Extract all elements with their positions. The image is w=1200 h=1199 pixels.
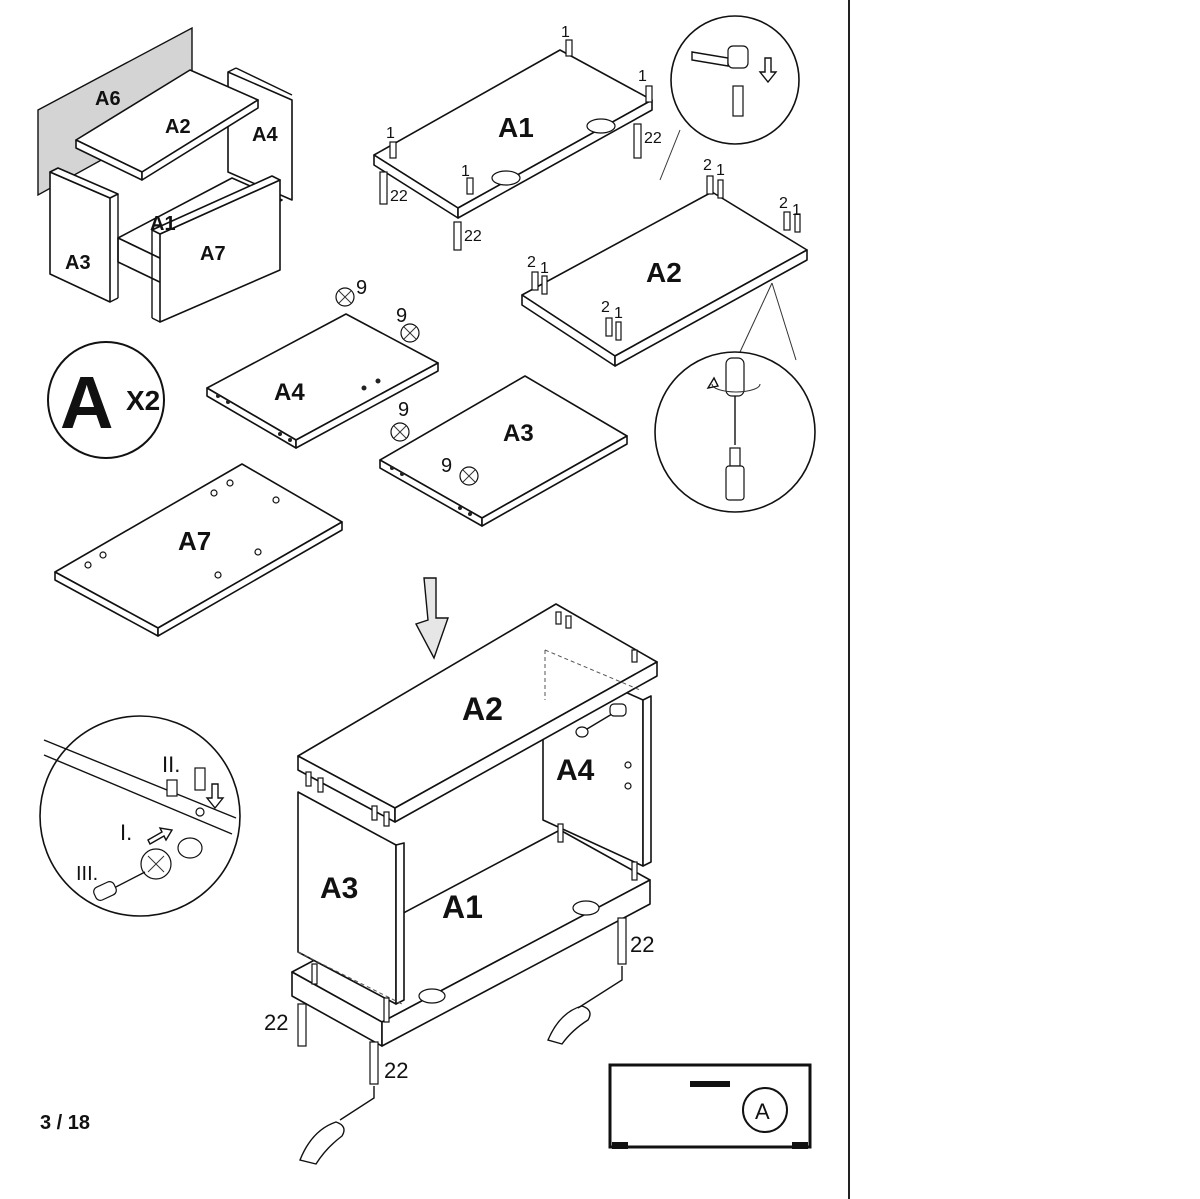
pin-number: 2 [527,254,536,271]
part-a2-label: A2 [646,257,682,288]
step-1-label: I. [120,820,132,845]
leg-bolt-number: 22 [644,130,662,147]
main-assembly: A4 A1 A3 A2 [264,603,658,1165]
dowel-number: 1 [540,260,549,277]
product-icon-badge: A [755,1099,770,1124]
pin-number: 2 [601,299,610,316]
screwdriver-icon [725,357,745,445]
cam-number: 9 [398,399,409,421]
overview-label-a7: A7 [200,243,226,265]
quantity-badge: A X2 [47,341,165,459]
dowel-icon [305,611,638,1023]
dowel-number: 1 [614,305,623,322]
overview-exploded-view: A6 A2 A4 A1 A3 A7 [37,26,293,323]
assembly-bolt-number: 22 [384,1058,408,1083]
overview-label-a4: A4 [252,124,278,146]
screwdriver-icon [575,703,627,738]
badge-letter: A [60,361,113,444]
leg-bolt-icon [297,917,627,1085]
screwdriver-icon [93,871,146,901]
detail-dowel-insertion [659,15,800,181]
assembly-label-a1: A1 [442,889,483,925]
cam-lock-icon [390,422,479,486]
leg-bolt-number: 22 [390,188,408,205]
part-a1-label: A1 [498,112,534,143]
part-a3-label: A3 [503,420,534,447]
step-3-label: III. [76,863,98,885]
part-a3: A3 9 9 [379,375,628,527]
dowel-icon [541,179,801,341]
part-a2: A2 2 1 2 1 2 1 2 1 [521,157,808,367]
cam-number: 9 [396,305,407,327]
dowel-icon [389,39,653,195]
pin-number: 2 [703,157,712,174]
assembly-label-a4: A4 [556,754,595,787]
detail-screwdriver [654,351,816,513]
detail-cam-lock-steps: II. I. III. [39,715,241,917]
part-a4-label: A4 [274,379,305,406]
overview-label-a3: A3 [65,252,91,274]
page-number: 3 / 18 [40,1112,91,1134]
cam-lock-icon [140,837,203,880]
cam-lock-icon [335,287,420,343]
part-a1: A1 1 1 1 1 22 22 22 [373,24,662,251]
arrow-down-icon [758,57,778,84]
part-a7-label: A7 [178,526,211,556]
leg-bolt-number: 22 [464,228,482,245]
cam-number: 9 [441,455,452,477]
hex-key-icon [339,966,623,1121]
arrow-down-icon [414,577,449,660]
dowel-number: 1 [561,24,570,41]
assembly-label-a3: A3 [320,872,358,905]
badge-multiplier: X2 [126,385,160,416]
leg-bolt-icon [379,123,642,251]
overview-label-a6: A6 [95,88,121,110]
part-a7: A7 [54,463,343,637]
hand-icon [299,1005,591,1165]
product-icon: A [608,1063,812,1149]
page-divider [848,0,850,1199]
assembly-label-a2: A2 [462,691,503,727]
assembly-bolt-number: 22 [630,932,654,957]
overview-label-a2: A2 [165,116,191,138]
dowel-number: 1 [461,163,470,180]
overview-label-a1: A1 [150,213,176,235]
part-a4: A4 9 9 [206,277,439,449]
dowel-number: 1 [792,202,801,219]
pin-number: 2 [779,195,788,212]
dowel-number: 1 [716,162,725,179]
dowel-number: 1 [638,68,647,85]
assembly-bolt-number: 22 [264,1010,288,1035]
step-2-label: II. [162,752,180,777]
pin-icon [531,175,791,337]
dowel-number: 1 [386,125,395,142]
cam-number: 9 [356,277,367,299]
